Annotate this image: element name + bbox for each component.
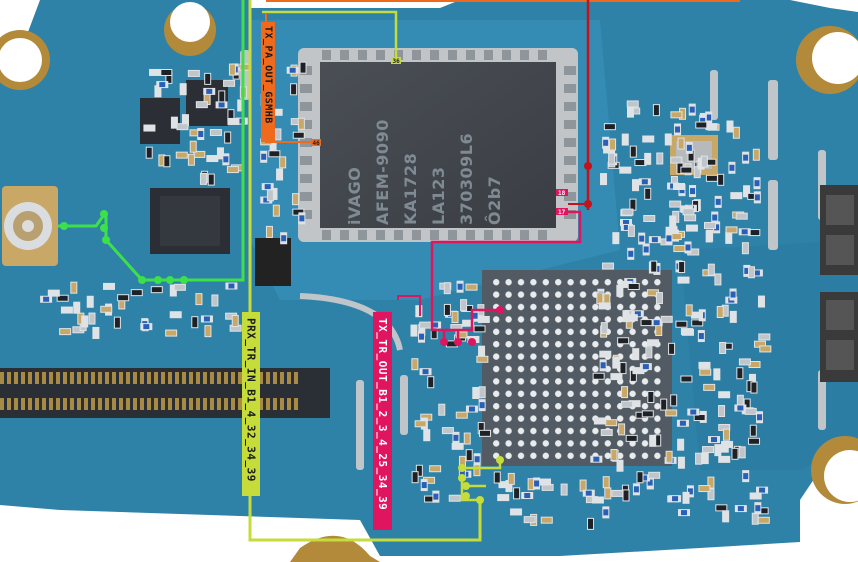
chip-mark-line-3: KA1728	[401, 153, 420, 225]
shield-strips	[240, 50, 826, 470]
chip-mark-line-6: Ô2b7	[485, 176, 504, 225]
chip-mark-line-5: 370309L6	[457, 133, 476, 225]
pin-label-36: 36	[393, 58, 401, 65]
board-to-board-connector	[0, 368, 330, 418]
pin-tags: 36 46 18 17	[311, 57, 568, 216]
main-rf-chip	[298, 48, 578, 242]
inductors	[820, 185, 858, 382]
pin-label-17: 17	[558, 209, 566, 216]
chip-mark-line-2: AFEM-9090	[373, 119, 392, 225]
trace-nodes	[60, 210, 504, 504]
pin-label-46: 46	[313, 140, 321, 147]
smd-components	[40, 60, 772, 530]
chip-mark-line-1: iVAGO	[345, 167, 364, 225]
chip-marking: iVAGO AFEM-9090 KA1728 LA123 370309L6 Ô2…	[345, 119, 504, 225]
net-label-tx-pa-out-gsmhb: TX_PA_OUT_GSMHB	[261, 22, 275, 142]
net-label-prx-tr-in: PRX_TR_IN_B1_4_32_34_39	[242, 312, 260, 496]
pin-label-18: 18	[558, 190, 566, 197]
rf-connector	[2, 186, 58, 266]
chip-mark-line-4: LA123	[429, 167, 448, 225]
net-label-tx-tr-out: TX_TR_OUT_B1_2_3_4_25_34_39	[373, 312, 392, 530]
